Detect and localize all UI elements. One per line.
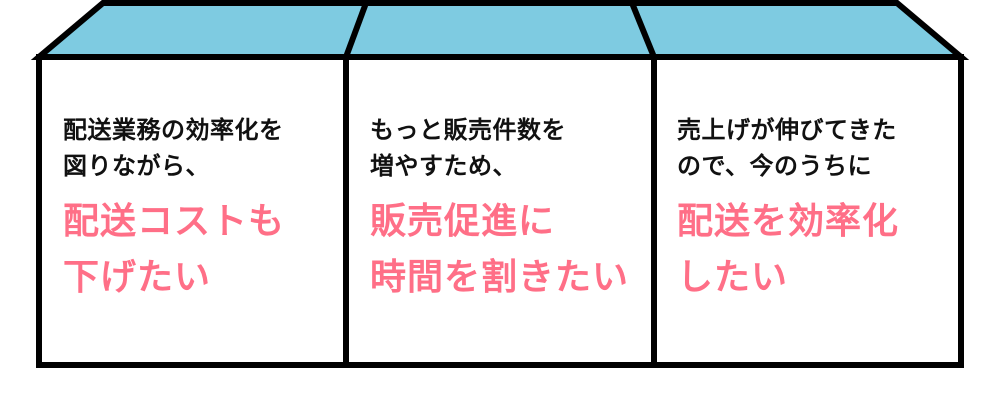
- panel-lead-text: 売上げが伸びてきた ので、今のうちに: [677, 116, 897, 180]
- panel-sales-promotion: もっと販売件数を 増やすため、 販売促進に 時間を割きたい: [370, 60, 660, 360]
- panel-lead-text: もっと販売件数を 増やすため、: [370, 116, 566, 180]
- panel-headline: 販売促進に 時間を割きたい: [370, 201, 630, 298]
- panel-delivery-cost: 配送業務の効率化を 図りながら、 配送コストも 下げたい: [63, 60, 353, 360]
- panel-headline: 配送を効率化 したい: [677, 201, 900, 298]
- panel-lead-text: 配送業務の効率化を 図りながら、: [63, 116, 284, 180]
- box-front-face: [36, 54, 964, 368]
- panel-delivery-efficiency: 売上げが伸びてきた ので、今のうちに 配送を効率化 したい: [677, 60, 967, 360]
- panel-headline: 配送コストも 下げたい: [63, 201, 286, 298]
- top-divider-right: [629, 1, 657, 59]
- top-divider-left: [343, 1, 369, 59]
- box-top-face: [30, 0, 970, 60]
